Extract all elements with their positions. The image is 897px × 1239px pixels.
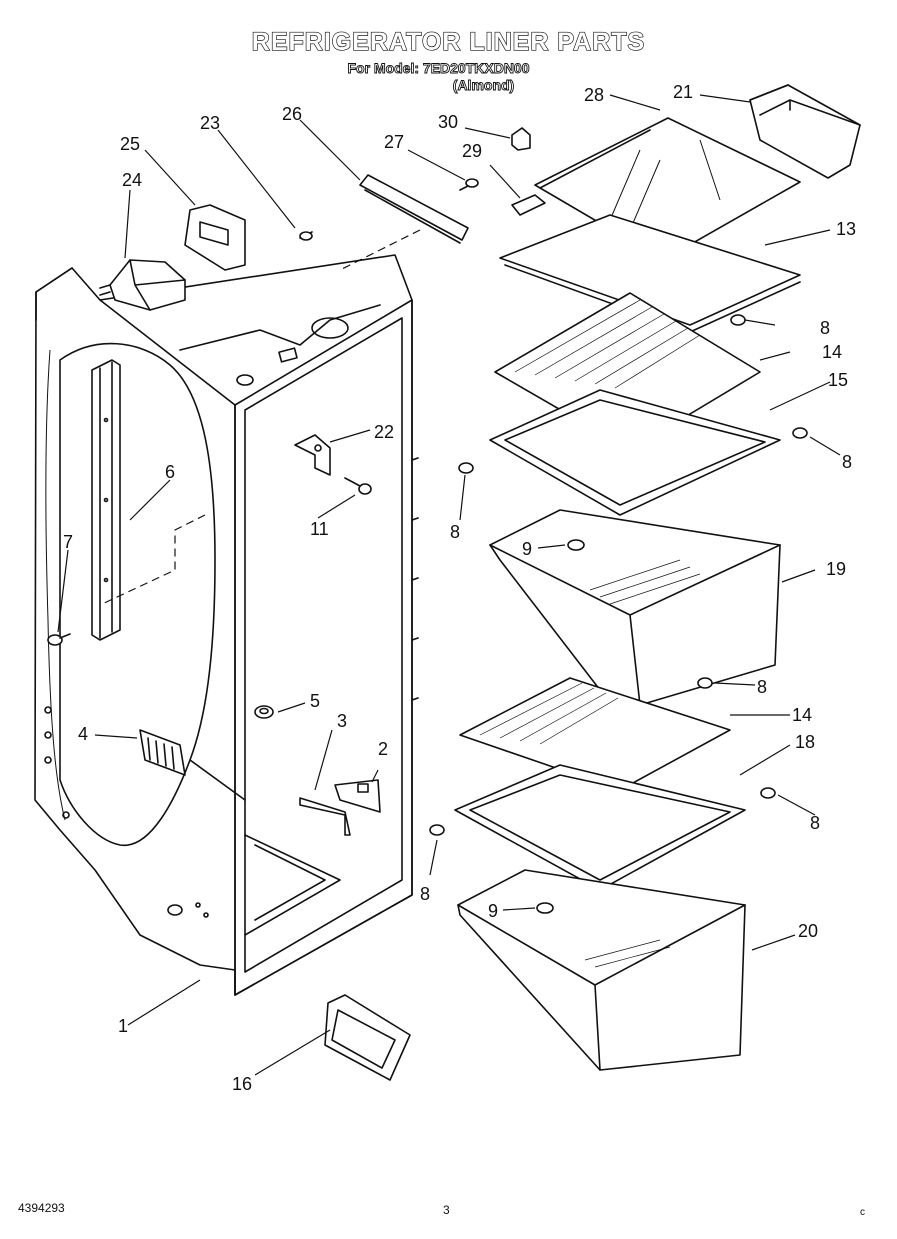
part-22-bracket (294, 434, 331, 476)
callout-20: 20 (798, 921, 818, 941)
callout-6: 6 (165, 462, 175, 482)
part-20-crisper-drawer (457, 869, 746, 1071)
part-25-cover (184, 204, 246, 271)
support-pegs (429, 314, 808, 914)
part-4-vent (139, 729, 186, 776)
part-16-insert (324, 994, 411, 1081)
callout-16: 16 (232, 1074, 252, 1094)
callout-3: 3 (337, 711, 347, 731)
model-line: For Model: 7ED20TKXDN00 (347, 60, 530, 77)
part-26-rail (359, 174, 469, 244)
part-19-crisper-drawer (489, 509, 781, 706)
part-21-bin (749, 84, 861, 179)
callout-8-a: 8 (820, 318, 830, 338)
callout-25: 25 (120, 134, 140, 154)
callout-8-c: 8 (450, 522, 460, 542)
callout-9-b: 9 (488, 901, 498, 921)
callout-30: 30 (438, 112, 458, 132)
callout-4: 4 (78, 724, 88, 744)
callout-23: 23 (200, 113, 220, 133)
document-number: 4394293 (18, 1201, 65, 1215)
color-line: (Almond) (452, 77, 515, 94)
part-3-bracket (299, 797, 351, 836)
callout-24: 24 (122, 170, 142, 190)
callout-8-e: 8 (810, 813, 820, 833)
callout-8-b: 8 (842, 452, 852, 472)
callout-29: 29 (462, 141, 482, 161)
callout-26: 26 (282, 104, 302, 124)
callout-labels: 1 2 3 4 5 6 7 8 8 8 8 8 8 9 9 11 13 14 1… (63, 82, 856, 1094)
callout-22: 22 (374, 422, 394, 442)
callout-15: 15 (828, 370, 848, 390)
callout-14-a: 14 (822, 342, 842, 362)
part-7-screw (47, 633, 71, 646)
callout-11: 11 (310, 519, 329, 539)
callout-27: 27 (384, 132, 404, 152)
callout-13: 13 (836, 219, 856, 239)
corner-mark: c (860, 1207, 865, 1218)
part-6-guide (99, 514, 206, 606)
page-title: REFRIGERATOR LINER PARTS (251, 27, 646, 56)
part-30-clip (511, 127, 531, 151)
part-23-screw (299, 231, 313, 241)
callout-28: 28 (584, 85, 604, 105)
callout-14-b: 14 (792, 705, 812, 725)
callout-1: 1 (118, 1016, 128, 1036)
part-27-screw (459, 178, 479, 191)
part-2-bracket (334, 779, 381, 813)
page-number: 3 (443, 1203, 450, 1217)
callout-2: 2 (378, 739, 388, 759)
callout-8-d: 8 (757, 677, 767, 697)
part-18-cover-frame (454, 764, 746, 891)
part-29-trim (511, 194, 546, 216)
part-24-housing (99, 259, 186, 311)
callout-19: 19 (826, 559, 846, 579)
part-26-guide (339, 229, 421, 271)
part-15-cover-frame (489, 389, 781, 516)
part-6-rail (91, 359, 121, 641)
part-5-grommet (254, 705, 274, 719)
callout-9-a: 9 (522, 539, 532, 559)
callout-21: 21 (673, 82, 693, 102)
callout-8-f: 8 (420, 884, 430, 904)
callout-5: 5 (310, 691, 320, 711)
part-11-screw (344, 477, 372, 495)
callout-7: 7 (63, 532, 73, 552)
leader-lines (57, 94, 841, 1076)
callout-18: 18 (795, 732, 815, 752)
